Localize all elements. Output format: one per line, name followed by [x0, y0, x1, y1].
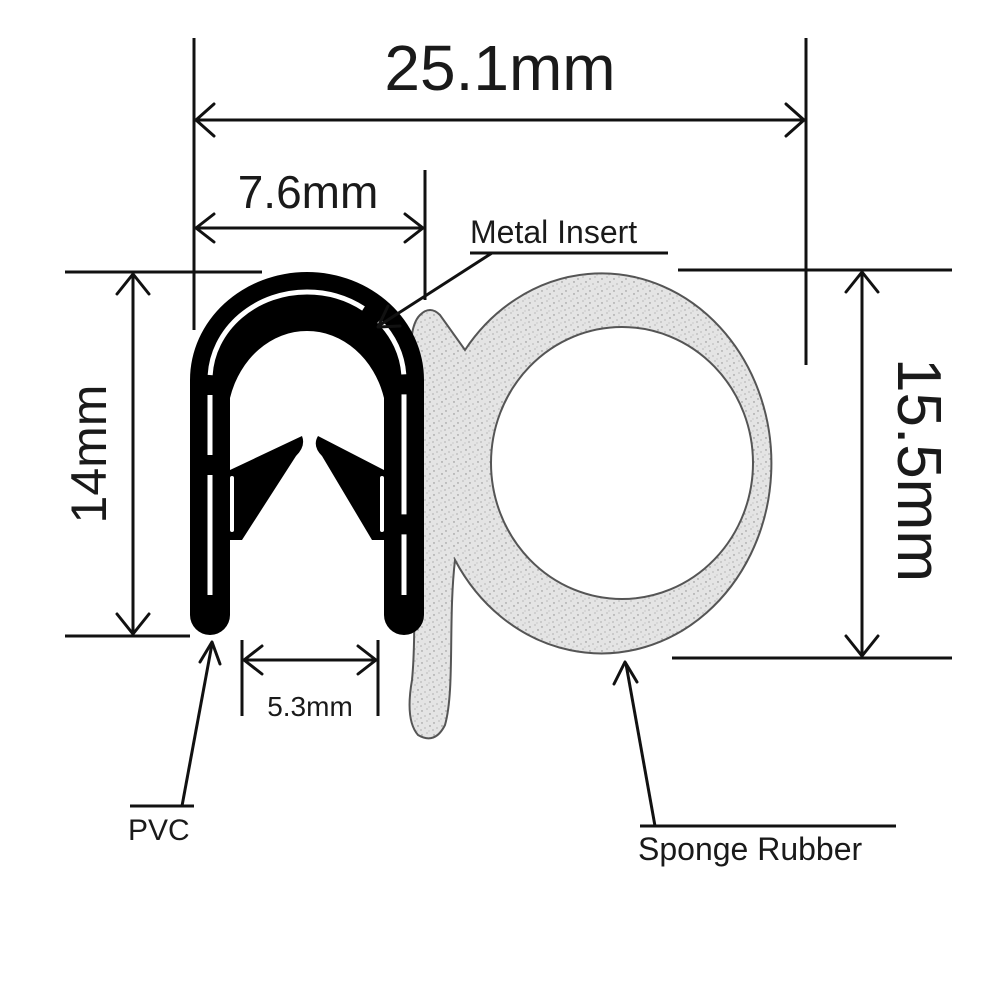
clip-width-label: 7.6mm	[238, 166, 379, 218]
callout-metal-insert: Metal Insert	[376, 214, 668, 329]
clip-height-label: 14mm	[61, 385, 117, 524]
dimension-overall-width: 25.1mm	[192, 32, 808, 365]
arrow-left-icon	[242, 644, 264, 676]
arrow-down-icon	[115, 612, 151, 636]
overall-width-label: 25.1mm	[384, 32, 615, 104]
bulb-hollow	[490, 326, 754, 600]
metal-insert	[207, 289, 407, 595]
arrow-pointer-icon	[376, 304, 402, 329]
sponge-rubber-label: Sponge Rubber	[638, 831, 863, 867]
sponge-rubber-bulb	[408, 272, 773, 740]
right-fin	[315, 436, 384, 540]
dimension-gap-width: 5.3mm	[240, 640, 380, 722]
gap-width-label: 5.3mm	[267, 691, 353, 722]
callout-sponge-rubber: Sponge Rubber	[612, 660, 896, 867]
arrow-left-icon	[194, 102, 216, 138]
dimension-bulb-height: 15.5mm	[672, 268, 953, 660]
left-fin	[230, 436, 304, 540]
pvc-clip	[190, 272, 424, 635]
arrow-down-icon	[844, 634, 880, 658]
metal-insert-label: Metal Insert	[470, 214, 637, 250]
arrow-pointer-icon	[612, 660, 639, 686]
dimension-clip-height: 14mm	[61, 270, 262, 638]
pvc-label: PVC	[128, 814, 190, 847]
arrow-pointer-icon	[198, 640, 222, 666]
arrow-right-icon	[403, 212, 425, 244]
callout-pvc: PVC	[128, 640, 222, 847]
arrow-up-icon	[844, 270, 880, 294]
dimension-clip-width: 7.6mm	[194, 166, 427, 300]
arrow-up-icon	[115, 272, 151, 296]
arrow-right-icon	[784, 102, 806, 138]
arrow-right-icon	[356, 644, 378, 676]
arrow-left-icon	[194, 212, 216, 244]
bulb-height-label: 15.5mm	[884, 358, 953, 582]
